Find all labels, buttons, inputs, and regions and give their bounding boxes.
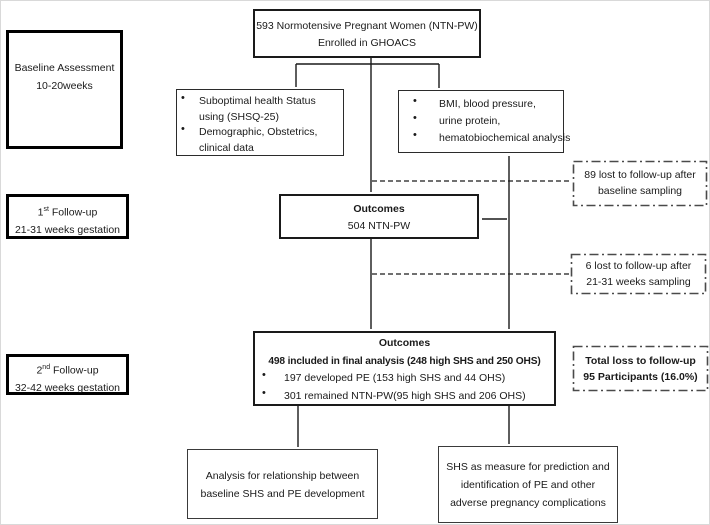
outcomes-final-box: Outcomes 498 included in final analysis …	[253, 331, 556, 406]
clinical-item3: hematobiochemical analysis	[439, 132, 571, 144]
followup1-label: Follow-up	[48, 206, 98, 219]
stage-baseline-box: Baseline Assessment 10-20weeks	[6, 30, 123, 149]
stage-followup2-box: 2nd Follow-up 32-42 weeks gestation	[6, 354, 129, 395]
clinical-assessment-box: • BMI, blood pressure, • urine protein, …	[398, 90, 571, 153]
loss2-line2: 21-31 weeks sampling	[586, 276, 691, 288]
bullet-icon: •	[413, 95, 417, 107]
loss1-line1: 89 lost to follow-up after	[584, 169, 696, 181]
followup2-label: Follow-up	[50, 364, 99, 377]
baseline-line1: Baseline Assessment	[14, 62, 115, 74]
list-item: • Demographic, Obstetrics, clinical data	[177, 123, 343, 156]
shs-assessment-box: • Suboptimal health Status using (SHSQ-2…	[176, 89, 344, 156]
followup1-number: 1	[37, 206, 44, 219]
prediction-line3: adverse pregnancy complications	[450, 497, 606, 509]
list-item: • Suboptimal health Status using (SHSQ-2…	[177, 92, 343, 125]
shs-item1-line1: Suboptimal health Status	[199, 95, 316, 107]
shs-item2-line2: clinical data	[199, 141, 254, 154]
list-item: • hematobiochemical analysis	[399, 129, 571, 147]
loss2-line1: 6 lost to follow-up after	[585, 260, 692, 272]
list-item: • BMI, blood pressure,	[399, 95, 563, 113]
outcomes-final-item2: 301 remained NTN-PW(95 high SHS and 206 …	[284, 389, 526, 402]
prediction-line2: identification of PE and other	[460, 479, 596, 491]
prediction-box: SHS as measure for prediction and identi…	[438, 446, 618, 523]
enrollment-line2: Enrolled in GHOACS	[317, 37, 417, 49]
followup2-line2: 32-42 weeks gestation	[14, 381, 121, 394]
outcomes-final-subtitle: 498 included in final analysis (248 high…	[268, 355, 541, 367]
enrollment-line1: 593 Normotensive Pregnant Women (NTN-PW)	[256, 20, 478, 32]
bullet-icon: •	[413, 129, 417, 141]
bullet-icon: •	[181, 92, 185, 104]
stage-followup1-box: 1st Follow-up 21-31 weeks gestation	[6, 194, 129, 239]
outcomes-final-title: Outcomes	[378, 337, 431, 349]
loss-baseline-box: 89 lost to follow-up after baseline samp…	[573, 161, 707, 206]
loss-total-box: Total loss to follow-up 95 Participants …	[573, 346, 708, 391]
outcomes-first-box: Outcomes 504 NTN-PW	[279, 194, 479, 239]
bullet-icon: •	[181, 123, 185, 135]
shs-item1-line2: using (SHSQ-25)	[199, 110, 279, 123]
bullet-icon: •	[262, 369, 266, 381]
shs-item2-line1: Demographic, Obstetrics,	[199, 126, 318, 138]
list-item: • 301 remained NTN-PW(95 high SHS and 20…	[255, 386, 554, 406]
followup1-ordinal: st	[43, 206, 49, 213]
followup1-line2: 21-31 weeks gestation	[14, 223, 121, 236]
loss-followup1-box: 6 lost to follow-up after 21-31 weeks sa…	[571, 254, 706, 294]
analysis-line2: baseline SHS and PE development	[200, 488, 365, 500]
outcomes-final-item1: 197 developed PE (153 high SHS and 44 OH…	[284, 372, 506, 384]
loss3-line1: Total loss to follow-up	[585, 355, 696, 367]
bullet-icon: •	[413, 112, 417, 124]
baseline-line2: 10-20weeks	[36, 80, 93, 92]
clinical-item1: BMI, blood pressure,	[439, 98, 536, 110]
analysis-line1: Analysis for relationship between	[205, 470, 360, 482]
followup1-line1: 1st Follow-up	[9, 201, 126, 222]
list-item: • 197 developed PE (153 high SHS and 44 …	[255, 369, 554, 388]
list-item: • urine protein,	[399, 112, 563, 130]
followup2-ordinal: nd	[42, 364, 51, 371]
loss1-line2: baseline sampling	[597, 185, 683, 197]
enrollment-box: 593 Normotensive Pregnant Women (NTN-PW)…	[253, 9, 481, 58]
followup2-number: 2	[36, 364, 43, 377]
loss3-line2: 95 Participants (16.0%)	[583, 371, 698, 383]
clinical-item2: urine protein,	[439, 115, 501, 127]
analysis-box: Analysis for relationship between baseli…	[187, 449, 378, 519]
outcomes-first-count: 504 NTN-PW	[347, 220, 411, 232]
prediction-line1: SHS as measure for prediction and	[446, 461, 610, 473]
outcomes-first-title: Outcomes	[353, 203, 405, 215]
followup2-line1: 2nd Follow-up	[9, 359, 126, 380]
bullet-icon: •	[262, 386, 266, 399]
